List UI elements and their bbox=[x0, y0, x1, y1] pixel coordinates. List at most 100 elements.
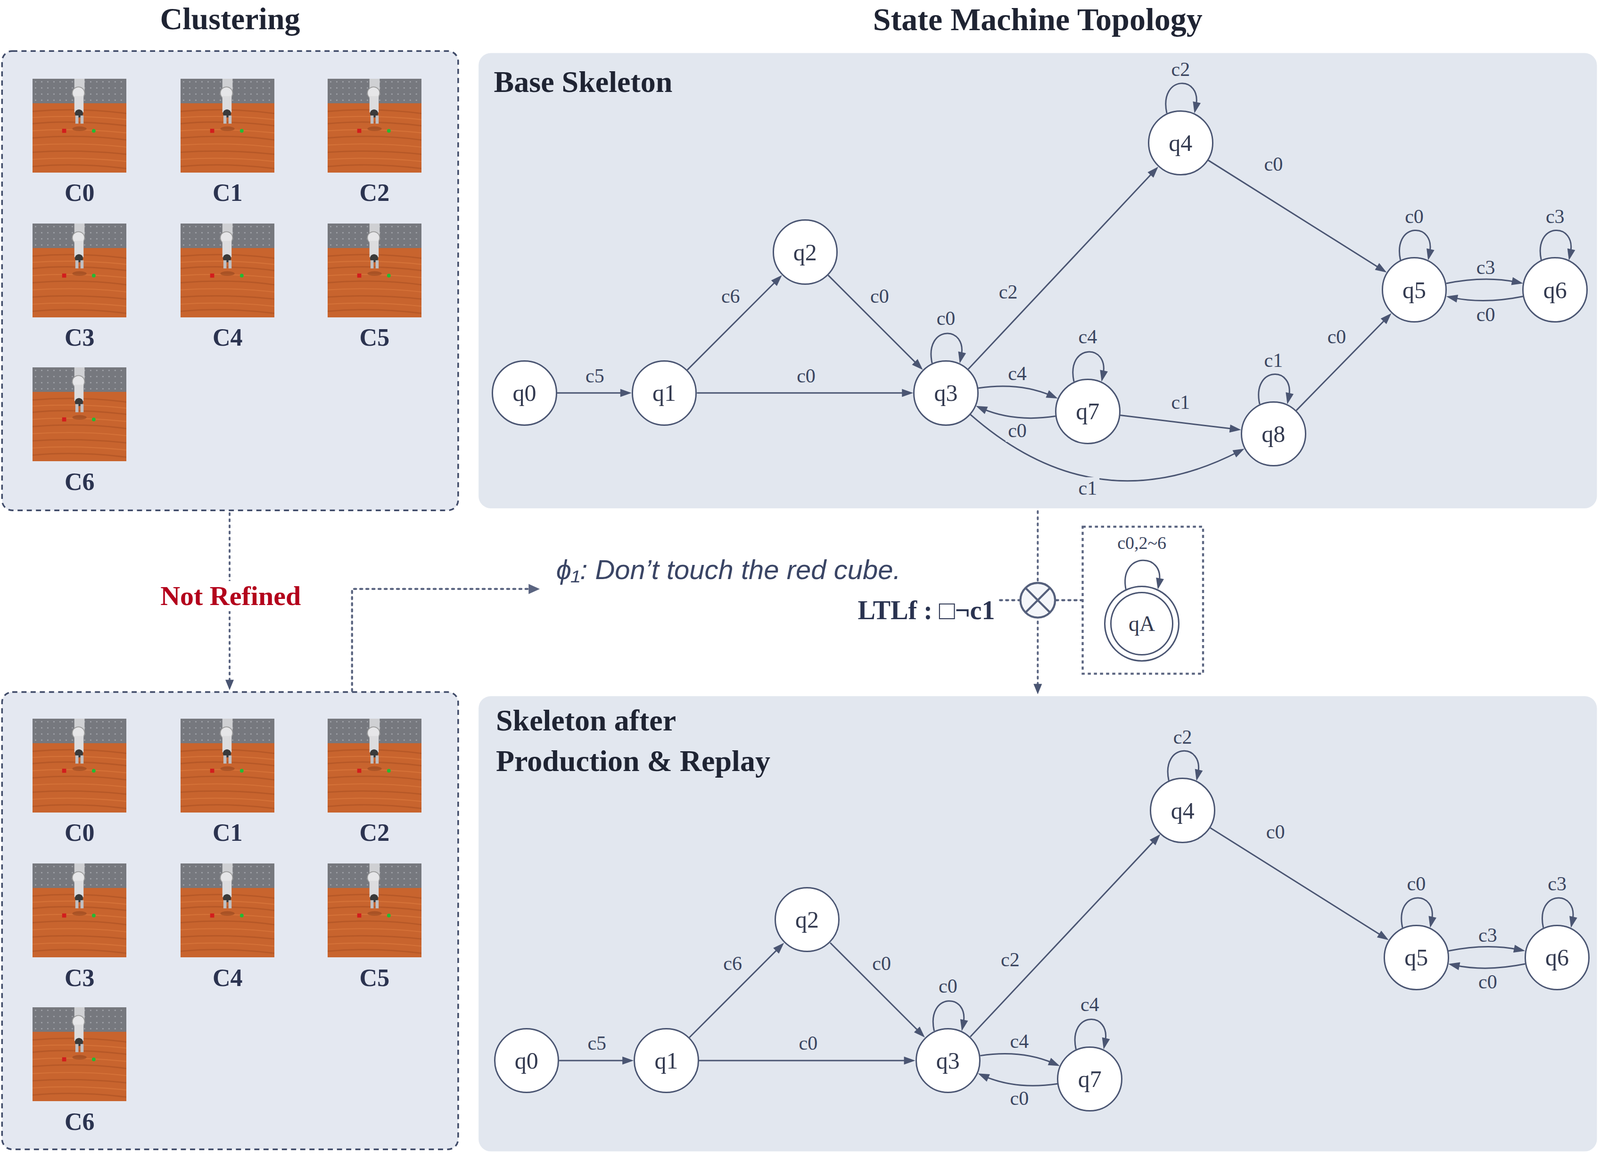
cluster-label: C1 bbox=[212, 819, 243, 847]
robot-scene bbox=[32, 78, 127, 173]
transition bbox=[970, 833, 1161, 1037]
state-name: q0 bbox=[514, 1048, 539, 1073]
cluster-thumbnail: C6 bbox=[32, 367, 127, 500]
transition-line bbox=[689, 947, 780, 1038]
transition-label: c1 bbox=[1169, 391, 1193, 413]
transition bbox=[1446, 294, 1524, 303]
ltl-formula: LTLf : □¬c1 bbox=[857, 594, 996, 626]
state-name: q2 bbox=[795, 907, 819, 932]
transition-line bbox=[687, 280, 778, 371]
cluster-thumbnail: C0 bbox=[32, 78, 127, 212]
arrow-head bbox=[1448, 962, 1460, 971]
thumbnail-image bbox=[327, 718, 422, 813]
dotted-link bbox=[352, 588, 531, 691]
transition-line bbox=[1454, 963, 1526, 968]
transition-label: c5 bbox=[583, 364, 607, 387]
transition-label: c0 bbox=[796, 1031, 820, 1054]
transition bbox=[975, 405, 1056, 419]
thumbnail-image bbox=[32, 718, 127, 813]
transition-line bbox=[1399, 230, 1431, 260]
arrow-head bbox=[1102, 1037, 1111, 1049]
cluster-label: C4 bbox=[212, 324, 243, 352]
cluster-label: C0 bbox=[64, 819, 95, 847]
skeleton-panel bbox=[478, 695, 1597, 1151]
transition-line bbox=[830, 942, 921, 1033]
cluster-thumbnail: C0 bbox=[32, 718, 127, 851]
transition bbox=[1448, 944, 1526, 953]
transition-line bbox=[559, 1059, 627, 1061]
thumbnail-image bbox=[32, 367, 127, 462]
arrow-head bbox=[1155, 577, 1164, 590]
cluster-label: C6 bbox=[64, 1107, 95, 1135]
transition-line bbox=[1210, 827, 1383, 936]
arrow-head bbox=[1511, 277, 1524, 286]
arrow-head bbox=[975, 405, 988, 414]
transition bbox=[557, 388, 632, 397]
arrow-head bbox=[1428, 915, 1437, 928]
arrow-head bbox=[620, 388, 632, 397]
arrow-head bbox=[901, 388, 914, 397]
thumbnail-image bbox=[180, 78, 275, 173]
cluster-thumbnail: C5 bbox=[327, 223, 422, 356]
arrow-head bbox=[1149, 833, 1161, 845]
transition-line bbox=[970, 839, 1156, 1037]
cluster-label: C1 bbox=[212, 179, 243, 207]
transition bbox=[1542, 897, 1578, 928]
arrow-head bbox=[622, 1055, 634, 1064]
thumbnail-image bbox=[327, 78, 422, 173]
transition bbox=[559, 1055, 634, 1064]
state-name: q0 bbox=[512, 380, 537, 405]
panel-heading: Clustering bbox=[160, 1, 301, 37]
transition bbox=[932, 1000, 968, 1031]
transition bbox=[1446, 277, 1524, 286]
transition bbox=[1448, 962, 1526, 971]
arrow-head bbox=[912, 358, 924, 370]
cluster-label: C6 bbox=[64, 468, 95, 495]
arrow-head bbox=[1147, 166, 1159, 178]
transition-label: c2 bbox=[996, 280, 1021, 303]
state-name: q7 bbox=[1078, 1066, 1102, 1091]
arrow-head bbox=[773, 942, 784, 954]
thumbnail-image bbox=[32, 78, 127, 173]
state-circle: q2 bbox=[774, 886, 841, 953]
transition bbox=[977, 1072, 1058, 1086]
state-name: q6 bbox=[1543, 278, 1568, 302]
cluster-thumbnail: C6 bbox=[32, 1006, 127, 1140]
transition-label: c0 bbox=[794, 364, 818, 387]
thumbnail-image bbox=[180, 863, 275, 957]
state-circle: q0 bbox=[491, 360, 558, 426]
refinement-note: Not Refined bbox=[157, 580, 304, 611]
section-heading: State Machine Topology bbox=[873, 0, 1203, 38]
robot-scene bbox=[327, 78, 422, 173]
transition-line bbox=[1167, 750, 1199, 781]
arrow-head bbox=[225, 679, 234, 691]
state-name: q2 bbox=[793, 240, 817, 264]
state-circle: q4 bbox=[1149, 777, 1216, 843]
state-circle: q4 bbox=[1147, 110, 1214, 176]
transition-label: c2 bbox=[1169, 58, 1193, 81]
transition-label: c0 bbox=[867, 285, 892, 307]
product-cross bbox=[1025, 587, 1050, 613]
transition-label: c1 bbox=[1261, 349, 1286, 372]
arrow-head bbox=[1567, 248, 1576, 261]
arrow-head bbox=[904, 1055, 916, 1064]
state-name: q1 bbox=[654, 1048, 678, 1073]
transition bbox=[931, 333, 966, 363]
transition bbox=[699, 1055, 916, 1064]
panel: C0C1C2C3C4C5C6 bbox=[1, 692, 459, 1150]
transition-line bbox=[1542, 897, 1574, 928]
transition bbox=[1296, 313, 1392, 411]
arrow-head bbox=[977, 1072, 990, 1081]
transition-label: c0 bbox=[1325, 325, 1349, 348]
cluster-thumbnail: C1 bbox=[180, 78, 275, 212]
transition-line bbox=[980, 1053, 1054, 1064]
arrow-head bbox=[1033, 683, 1042, 694]
arrow-head bbox=[1569, 915, 1578, 928]
state-name: q3 bbox=[934, 380, 958, 405]
transition-label: c3 bbox=[1474, 256, 1498, 279]
state-name: q4 bbox=[1168, 131, 1193, 155]
robot-scene bbox=[32, 1006, 127, 1101]
transition-line bbox=[931, 333, 962, 363]
arrow-head bbox=[1375, 263, 1387, 273]
arrow-head bbox=[1232, 448, 1245, 458]
